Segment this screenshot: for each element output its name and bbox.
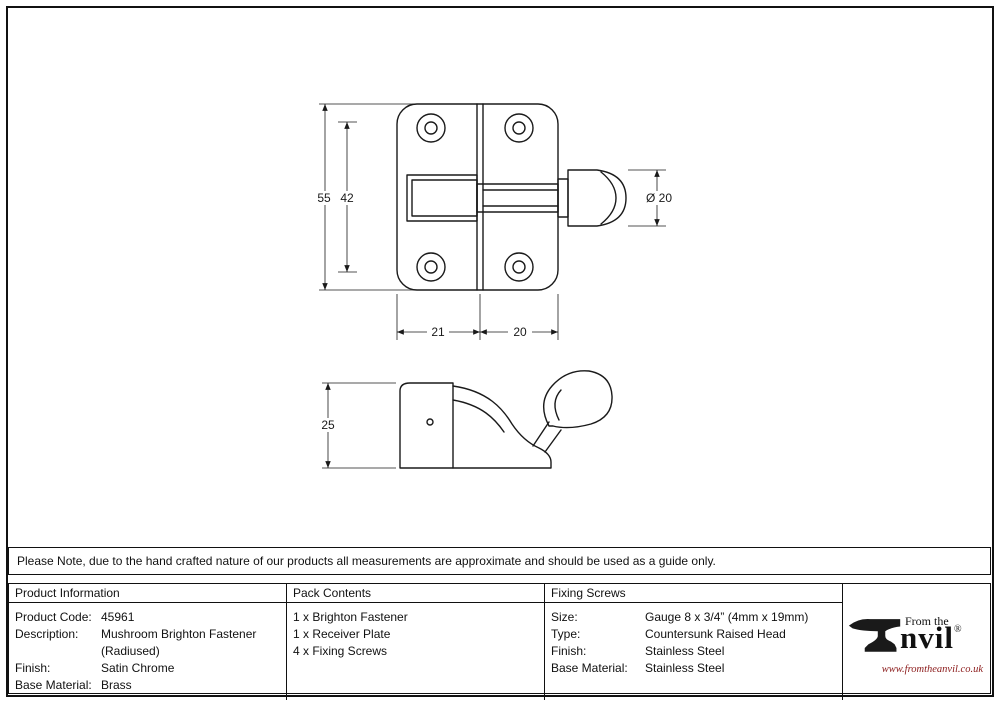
spec-value: (Radiused) — [101, 644, 160, 658]
fixing-screws-cell: Size: Gauge 8 x 3/4” (4mm x 19mm) Type: Co… — [545, 603, 843, 700]
spec-label: Base Material: — [15, 678, 92, 692]
product-information-header: Product Information — [9, 584, 287, 603]
dim-label-25: 25 — [321, 418, 335, 432]
spec-row: Product Code: 45961 — [15, 609, 280, 626]
dim-label-20: 20 — [513, 325, 527, 339]
anvil-icon — [848, 618, 901, 652]
spec-value: 45961 — [101, 610, 135, 624]
spec-row: Finish: Satin Chrome — [15, 660, 280, 677]
spec-value: Brass — [101, 678, 132, 692]
note-box: Please Note, due to the hand crafted nat… — [8, 547, 991, 575]
screw-holes — [416, 113, 534, 282]
pack-item: 1 x Receiver Plate — [293, 627, 391, 641]
receiver-plate-outline — [399, 382, 454, 469]
dimension-width — [396, 294, 559, 340]
dim-label-21: 21 — [431, 325, 445, 339]
spec-value: Gauge 8 x 3/4” (4mm x 19mm) — [645, 610, 809, 624]
spec-label: Base Material: — [551, 661, 628, 675]
spec-value: Stainless Steel — [645, 644, 725, 658]
spec-value: Countersunk Raised Head — [645, 627, 786, 641]
spec-label: Description: — [15, 627, 79, 641]
spec-label: Product Code: — [15, 610, 92, 624]
spec-row: Base Material: Brass — [15, 677, 280, 694]
fixing-screws-header: Fixing Screws — [545, 584, 843, 603]
product-information-cell: Product Code: 45961 Description: Mushroom … — [9, 603, 287, 700]
dim-label-knob-diameter: Ø 20 — [646, 191, 672, 205]
note-text: Please Note, due to the hand crafted nat… — [17, 554, 716, 568]
spec-row: Size: Gauge 8 x 3/4” (4mm x 19mm) — [551, 609, 836, 626]
spec-label: Finish: — [551, 644, 587, 658]
spec-row: Finish: Stainless Steel — [551, 643, 836, 660]
spec-table: Product Information Pack Contents Fixing… — [8, 583, 991, 700]
brand-wordmark-text: nvil — [900, 620, 954, 655]
dim-label-42: 42 — [340, 191, 354, 205]
spec-label: Type: — [551, 627, 581, 641]
pack-contents-cell: 1 x Brighton Fastener 1 x Receiver Plate… — [287, 603, 545, 700]
fastener-front-view — [396, 103, 627, 291]
receiver-ramp-outline — [452, 385, 552, 469]
spec-label: Size: — [551, 610, 578, 624]
receiver-screw-dot — [426, 418, 434, 426]
mushroom-knob — [567, 169, 627, 227]
registered-mark: ® — [953, 624, 962, 635]
slide-mechanism — [406, 174, 569, 222]
dim-label-55: 55 — [317, 191, 331, 205]
spec-row: Base Material: Stainless Steel — [551, 660, 836, 677]
brand-cell: From the nvil® www.fromtheanvil.co.uk — [843, 584, 990, 700]
spec-label: Finish: — [15, 661, 51, 675]
spec-value: Satin Chrome — [101, 661, 175, 675]
brand-website: www.fromtheanvil.co.uk — [881, 664, 983, 675]
technical-drawing: 55 42 Ø 20 21 20 25 — [317, 103, 673, 469]
mushroom-knob-side — [532, 370, 613, 453]
spec-row: (Radiused) — [15, 643, 280, 660]
brand-tagline: From the — [905, 614, 949, 628]
spec-row: Type: Countersunk Raised Head — [551, 626, 836, 643]
receiver-ramp-inner — [452, 399, 505, 433]
pack-item: 1 x Brighton Fastener — [293, 610, 408, 624]
spec-value: Stainless Steel — [645, 661, 725, 675]
spec-row: Description: Mushroom Brighton Fastener — [15, 626, 280, 643]
spec-value: Mushroom Brighton Fastener — [101, 627, 257, 641]
page-border — [6, 6, 994, 697]
brand-wordmark: nvil® — [900, 622, 962, 653]
pack-item: 4 x Fixing Screws — [293, 644, 388, 658]
receiver-side-view — [399, 370, 613, 469]
pack-contents-header: Pack Contents — [287, 584, 545, 603]
